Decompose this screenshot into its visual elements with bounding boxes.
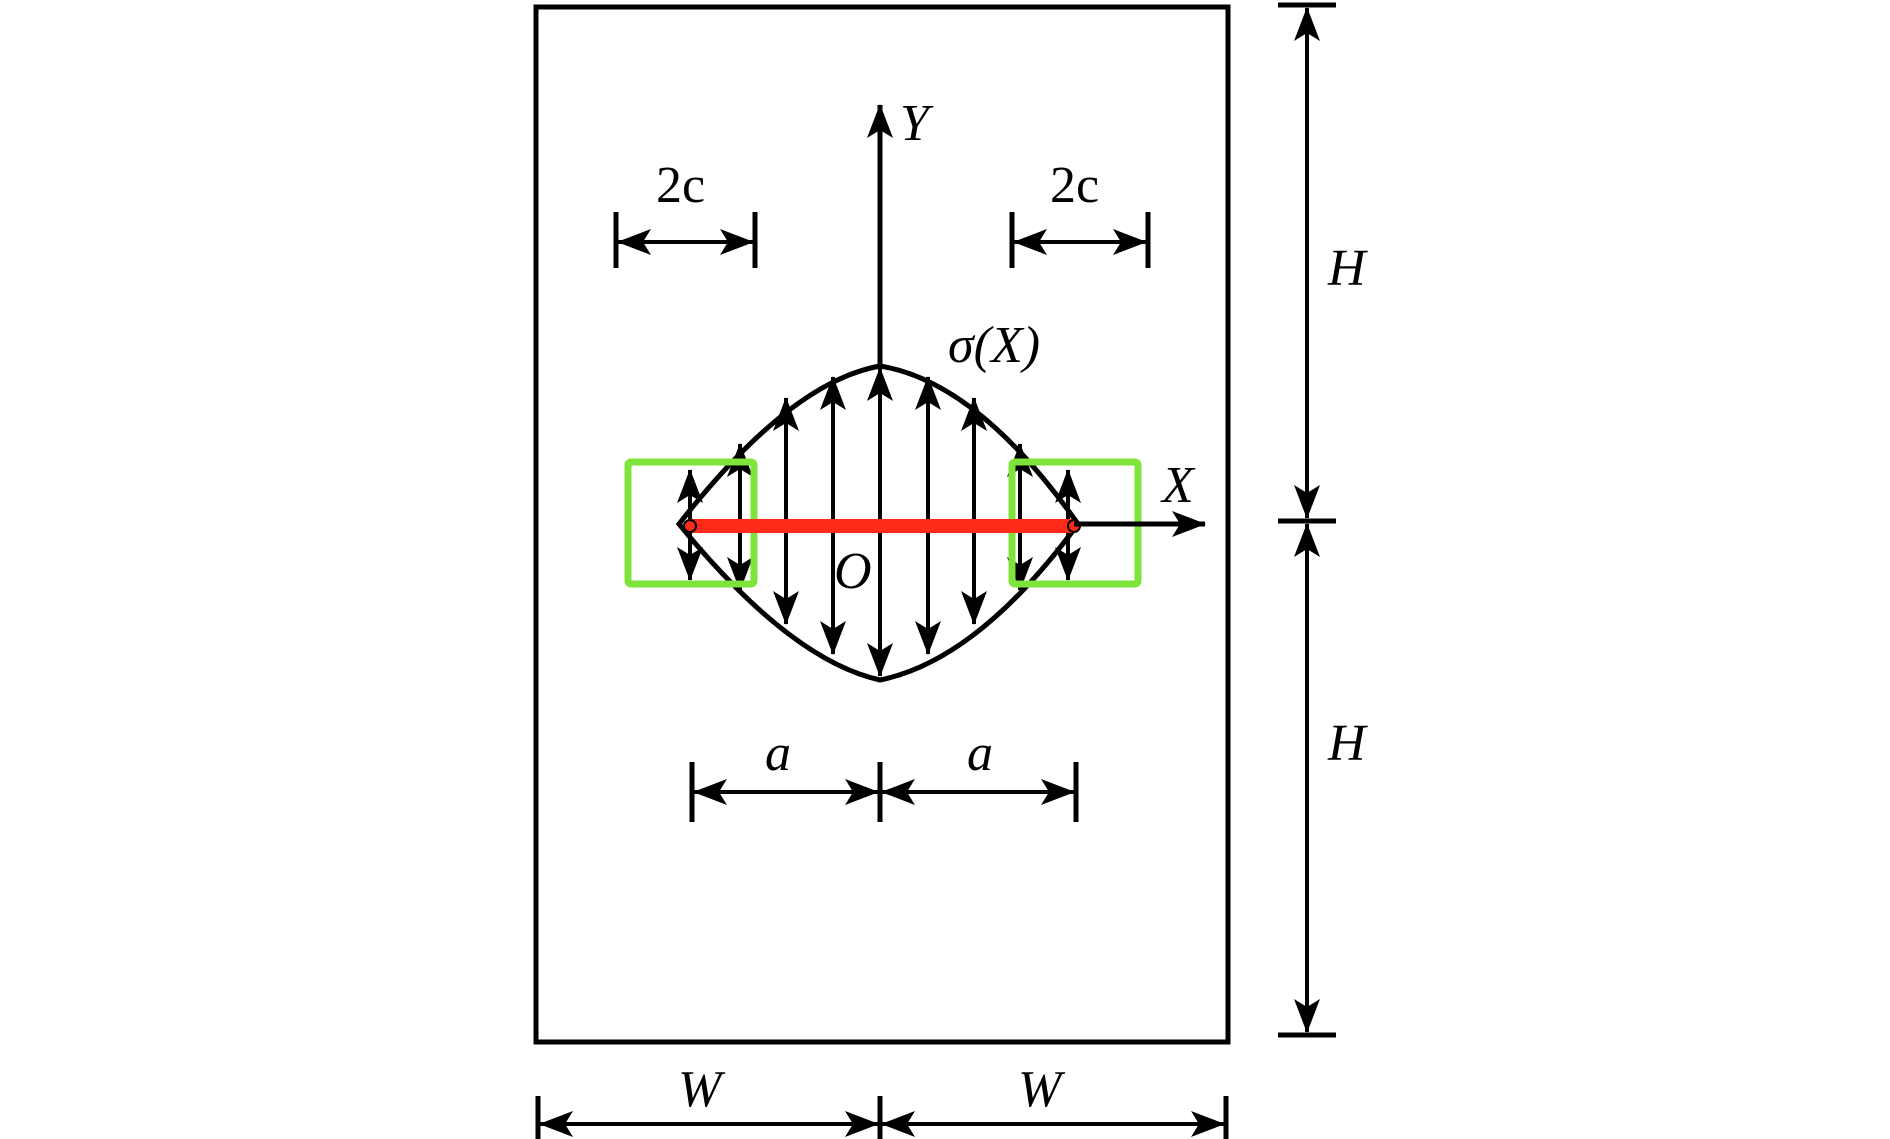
stress-label: σ(X) (948, 317, 1040, 374)
height-top-label: H (1327, 240, 1368, 297)
height-dimension (1278, 2, 1336, 1038)
y-axis-label: Y (900, 95, 934, 152)
crack-half-right-label: a (967, 725, 993, 782)
crack-half-left-label: a (765, 725, 791, 782)
zone-dimension-right (1009, 212, 1151, 268)
plate-outline (533, 4, 1231, 1045)
crack-tip-left (683, 519, 697, 533)
crack-half-dimension (689, 762, 1079, 822)
x-axis-label: X (1160, 457, 1196, 514)
width-left-label: W (678, 1061, 726, 1118)
origin-label: O (834, 543, 872, 600)
width-dimension (535, 1096, 1229, 1139)
width-right-label: W (1018, 1061, 1066, 1118)
height-bottom-label: H (1327, 715, 1368, 772)
zone-dimension-left (613, 212, 758, 268)
stress-arrows (677, 367, 1081, 677)
zone-dimension-right-label: 2c (1050, 157, 1099, 214)
zone-dimension-left-label: 2c (656, 157, 705, 214)
